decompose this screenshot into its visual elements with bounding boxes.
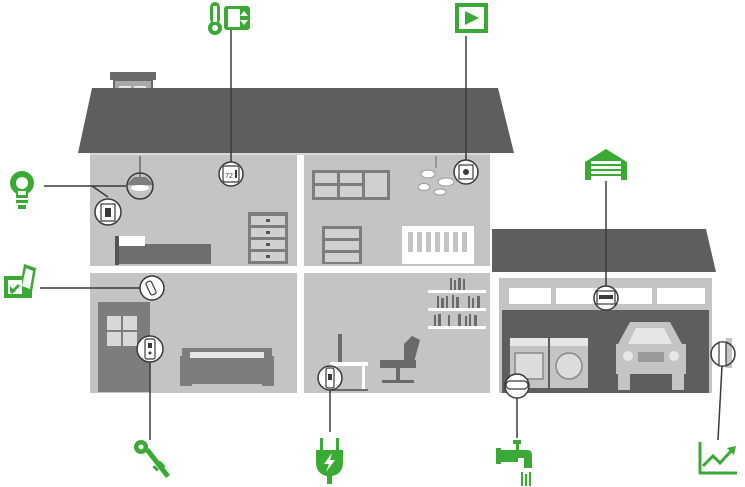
sofa xyxy=(180,348,274,386)
tablet-control-icon[interactable] xyxy=(4,264,36,298)
bedroom xyxy=(115,156,288,265)
remote-device[interactable] xyxy=(139,275,165,301)
house xyxy=(78,72,514,393)
bookshelf xyxy=(428,278,486,329)
light-switch-device[interactable] xyxy=(94,198,122,226)
door-lock-device[interactable] xyxy=(136,335,164,363)
power-plug-icon[interactable] xyxy=(316,438,343,484)
office xyxy=(330,278,486,391)
energy-meter-device[interactable] xyxy=(710,341,736,367)
water-heater xyxy=(726,338,732,368)
water-sensor-device[interactable] xyxy=(504,373,530,399)
nursery xyxy=(312,156,474,264)
garage-opener-device[interactable] xyxy=(593,285,619,311)
ceiling-light-device[interactable] xyxy=(126,172,154,200)
lightbulb-icon[interactable] xyxy=(10,171,34,209)
thermostat-readout: 72 xyxy=(225,173,233,180)
thermostat-icon[interactable] xyxy=(208,2,250,35)
key-icon[interactable] xyxy=(134,440,170,478)
office-chair xyxy=(380,336,420,383)
living-room xyxy=(98,302,274,392)
water-faucet-icon[interactable] xyxy=(496,440,532,486)
crib xyxy=(402,226,474,264)
smart-plug-device[interactable] xyxy=(317,365,343,391)
garage xyxy=(492,229,732,393)
bed xyxy=(117,244,211,264)
garage-door-icon[interactable] xyxy=(585,149,627,180)
house-roof xyxy=(78,88,514,153)
energy-chart-icon[interactable] xyxy=(698,442,737,475)
media-device[interactable] xyxy=(453,159,479,185)
thermostat-device[interactable]: 72 xyxy=(218,161,244,187)
media-play-icon[interactable] xyxy=(455,3,488,33)
car xyxy=(616,322,686,390)
garage-roof xyxy=(492,229,716,272)
